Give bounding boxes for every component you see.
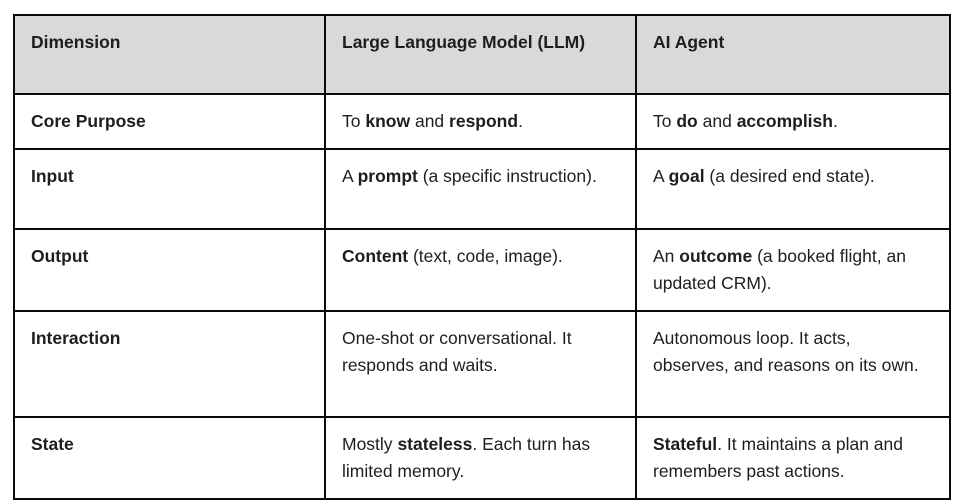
text-run: A xyxy=(342,166,358,186)
llm-vs-agent-comparison-table: Dimension Large Language Model (LLM) AI … xyxy=(13,14,951,500)
text-run: To xyxy=(653,111,677,131)
text-run: (text, code, image). xyxy=(408,246,563,266)
text-run: An xyxy=(653,246,680,266)
dimension-cell-output: Output xyxy=(13,228,326,312)
llm-cell-output: Content (text, code, image). xyxy=(324,228,637,312)
text-run: (a booked flight, an updated CRM). xyxy=(653,246,906,293)
bold-text-run: accomplish xyxy=(736,111,833,131)
column-header-dimension: Dimension xyxy=(13,14,326,95)
agent-cell-interaction: Autonomous loop. It acts, observes, and … xyxy=(635,310,951,418)
bold-text-run: outcome xyxy=(679,246,753,266)
column-header-llm: Large Language Model (LLM) xyxy=(324,14,637,95)
llm-cell-interaction: One-shot or conversational. It responds … xyxy=(324,310,637,418)
text-run: One-shot or conversational. It responds … xyxy=(342,328,572,375)
bold-text-run: know xyxy=(365,111,411,131)
dimension-cell-state: State xyxy=(13,416,326,500)
dimension-cell-core: Core Purpose xyxy=(13,93,326,150)
text-run: . It maintains a plan and remembers past… xyxy=(653,434,903,481)
bold-text-run: prompt xyxy=(357,166,418,186)
agent-cell-input: A goal (a desired end state). xyxy=(635,148,951,230)
llm-cell-input: A prompt (a specific instruction). xyxy=(324,148,637,230)
text-run: . Each turn has limited memory. xyxy=(342,434,591,481)
agent-cell-state: Stateful. It maintains a plan and rememb… xyxy=(635,416,951,500)
dimension-cell-input: Input xyxy=(13,148,326,230)
dimension-cell-interaction: Interaction xyxy=(13,310,326,418)
header-row: Dimension Large Language Model (LLM) AI … xyxy=(13,14,951,95)
bold-text-run: Content xyxy=(342,246,409,266)
text-run: Autonomous loop. It acts, observes, and … xyxy=(653,328,919,375)
text-run: To xyxy=(342,111,366,131)
column-header-ai-agent: AI Agent xyxy=(635,14,951,95)
text-run: and xyxy=(697,111,737,131)
agent-cell-output: An outcome (a booked flight, an updated … xyxy=(635,228,951,312)
agent-cell-core: To do and accomplish. xyxy=(635,93,951,150)
bold-text-run: respond xyxy=(449,111,519,131)
bold-text-run: goal xyxy=(668,166,705,186)
llm-cell-core: To know and respond. xyxy=(324,93,637,150)
text-run: A xyxy=(653,166,669,186)
text-run: (a desired end state). xyxy=(704,166,875,186)
text-run: (a specific instruction). xyxy=(417,166,597,186)
text-run: . xyxy=(832,111,838,131)
text-run: and xyxy=(410,111,450,131)
bold-text-run: Stateful xyxy=(653,434,718,454)
text-run: . xyxy=(518,111,523,131)
table-row-interaction: Interaction One-shot or conversational. I… xyxy=(13,310,951,418)
bold-text-run: do xyxy=(676,111,698,131)
llm-cell-state: Mostly stateless. Each turn has limited … xyxy=(324,416,637,500)
bold-text-run: stateless xyxy=(397,434,473,454)
text-run: Mostly xyxy=(342,434,398,454)
